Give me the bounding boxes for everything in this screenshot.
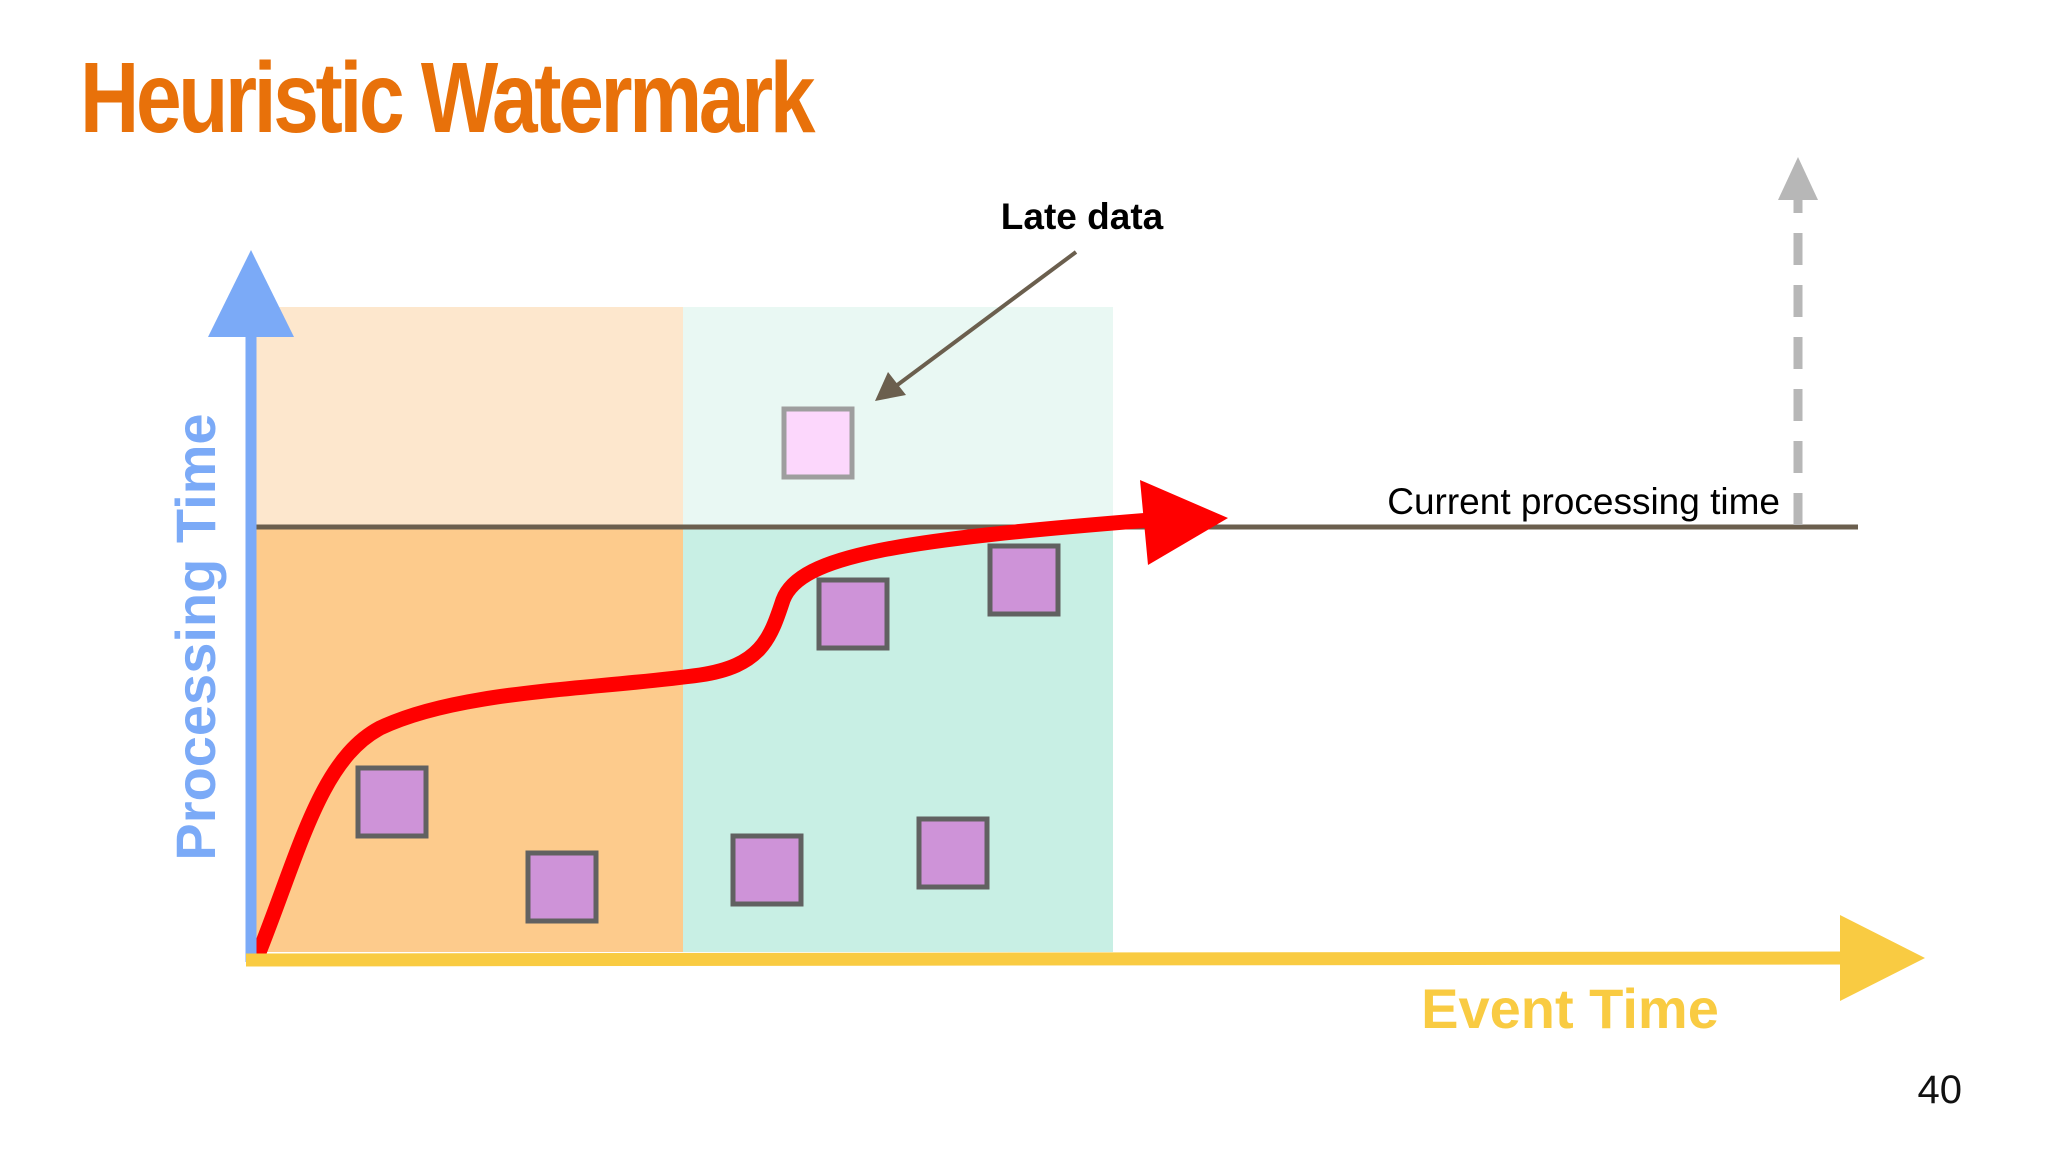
- y-axis-label: Processing Time: [164, 413, 227, 860]
- datum-square: [987, 543, 1061, 617]
- watermark-arrow-head: [1140, 480, 1228, 565]
- datum-square: [816, 577, 890, 651]
- window-1-upper-region: [250, 307, 683, 527]
- window-2-upper-region: [683, 307, 1113, 527]
- x-axis-arrow-head: [1840, 915, 1925, 1001]
- late-data-label: Late data: [1001, 196, 1164, 237]
- dashed-arrow-head: [1778, 157, 1818, 200]
- current-processing-time-label: Current processing time: [1387, 481, 1780, 522]
- window-1-lower-region: [250, 527, 683, 952]
- datum-square: [730, 833, 804, 907]
- datum-square: [525, 850, 599, 924]
- x-axis-shaft: [245, 951, 1851, 967]
- late-data-pointer-head: [875, 372, 906, 401]
- y-axis-arrow-head: [208, 250, 294, 337]
- late-datum-square: [781, 406, 855, 480]
- datum-square: [916, 816, 990, 890]
- slide-title: Heuristic Watermark: [80, 42, 815, 154]
- late-data-pointer-line: [894, 250, 1078, 388]
- page-number: 40: [1917, 1068, 1963, 1112]
- x-axis-label: Event Time: [1421, 977, 1719, 1040]
- datum-square: [355, 765, 429, 839]
- heuristic-watermark-curve: [250, 512, 1158, 963]
